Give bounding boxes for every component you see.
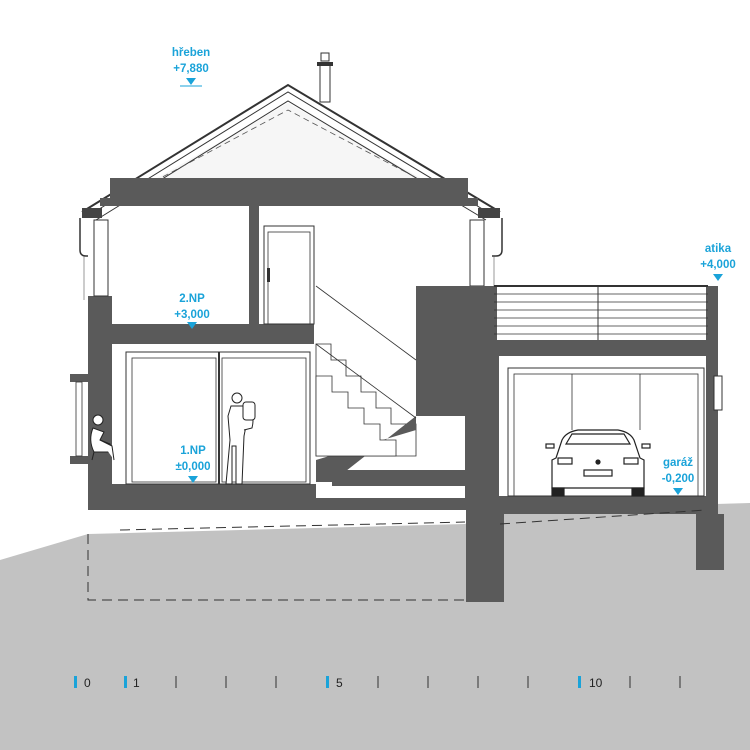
level-marker-icon bbox=[186, 78, 196, 85]
scale-label-1: 1 bbox=[133, 676, 140, 690]
foundation-slab bbox=[88, 498, 500, 510]
level-attic: atika +4,000 bbox=[700, 243, 736, 281]
level-marker-icon bbox=[187, 322, 197, 329]
car bbox=[545, 429, 651, 497]
level-floor2-name: 2.NP bbox=[179, 293, 205, 305]
scale-label-0: 0 bbox=[84, 676, 91, 690]
foundation-dashes bbox=[87, 509, 707, 601]
ground bbox=[0, 503, 750, 750]
partition-wall bbox=[249, 206, 259, 330]
level-ridge: hřeben +7,880 bbox=[172, 47, 210, 87]
garage-roof-slab bbox=[489, 340, 717, 356]
level-ridge-name: hřeben bbox=[172, 47, 210, 59]
garage-wall-right bbox=[706, 286, 718, 518]
attic-slab-thick bbox=[110, 178, 468, 200]
scale-tick-10 bbox=[578, 676, 581, 688]
level-floor1-value: ±0,000 bbox=[175, 461, 210, 473]
level-marker-icon bbox=[673, 488, 683, 495]
standing-person bbox=[225, 392, 256, 485]
scale-label-5: 5 bbox=[336, 676, 343, 690]
garage-inner-wall bbox=[489, 356, 499, 500]
garage-floor bbox=[489, 496, 718, 514]
level-garage-name: garáž bbox=[663, 457, 693, 469]
floor2-slab bbox=[112, 330, 314, 344]
foundation-footing bbox=[466, 510, 504, 602]
garage-vent bbox=[713, 375, 723, 411]
gutter-right bbox=[492, 218, 503, 290]
house-wall-right bbox=[465, 286, 489, 500]
scale-bar: 0 1 5 10 bbox=[74, 676, 681, 690]
scale-label-10: 10 bbox=[589, 676, 603, 690]
level-floor1: 1.NP ±0,000 bbox=[175, 445, 211, 483]
ground-floor-window bbox=[125, 351, 311, 485]
terrace-railing bbox=[489, 285, 718, 340]
scale-tick-1 bbox=[124, 676, 127, 688]
floor2-slab-edge bbox=[112, 324, 314, 330]
scale-tick-0 bbox=[74, 676, 77, 688]
house-wall-left bbox=[88, 296, 112, 498]
staircase bbox=[315, 285, 465, 486]
left-niche bbox=[70, 374, 98, 464]
level-garage-value: -0,200 bbox=[662, 473, 695, 485]
sitting-person bbox=[90, 414, 115, 461]
house-wall-left-upper bbox=[93, 219, 109, 297]
level-attic-name: atika bbox=[705, 243, 732, 255]
floor1-slab bbox=[88, 484, 316, 498]
level-floor2: 2.NP +3,000 bbox=[174, 293, 210, 329]
scale-tick-5 bbox=[326, 676, 329, 688]
level-floor2-value: +3,000 bbox=[174, 309, 210, 321]
level-ridge-value: +7,880 bbox=[173, 63, 209, 75]
level-attic-value: +4,000 bbox=[700, 259, 736, 271]
stair-wall bbox=[416, 286, 468, 416]
upper-door bbox=[263, 225, 315, 325]
gutter-left bbox=[79, 218, 88, 300]
chimney bbox=[317, 52, 333, 103]
house-wall-right-upper bbox=[469, 219, 485, 287]
level-marker-icon bbox=[713, 274, 723, 281]
level-floor1-name: 1.NP bbox=[180, 445, 206, 457]
garage-footing bbox=[696, 514, 724, 570]
level-garage: garáž -0,200 bbox=[662, 457, 695, 495]
level-marker-icon bbox=[188, 476, 198, 483]
